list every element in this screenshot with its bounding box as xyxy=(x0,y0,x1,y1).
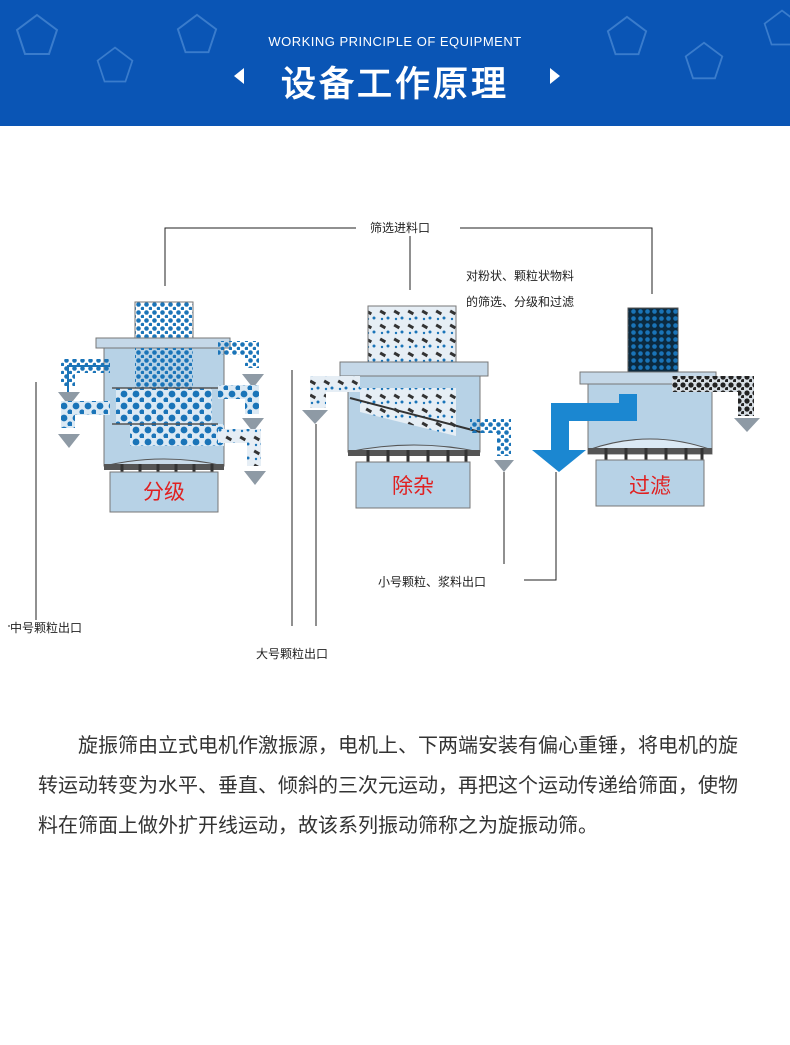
page-header: WORKING PRINCIPLE OF EQUIPMENT 设备工作原理 xyxy=(0,0,790,126)
machine-label-grading: 分级 xyxy=(143,480,185,504)
grading-machine xyxy=(58,301,266,513)
filtration-machine xyxy=(532,307,760,507)
diagram-illustration xyxy=(8,227,760,627)
header-subtitle: WORKING PRINCIPLE OF EQUIPMENT xyxy=(268,34,522,49)
materials-label-line1: 对粉状、颗粒状物料 xyxy=(466,268,575,284)
feed-inlet-label: 筛选进料口 xyxy=(370,220,431,236)
pentagon-decoration-icon xyxy=(96,46,134,83)
page-title: 设备工作原理 xyxy=(280,65,509,105)
large-outlet-label: 大号颗粒出口 xyxy=(256,646,329,662)
pentagon-decoration-icon xyxy=(176,13,218,54)
description-paragraph: 旋振筛由立式电机作激振源，电机上、下两端安装有偏心重锤，将电机的旋转运动转变为水… xyxy=(38,733,738,837)
pentagon-decoration-icon xyxy=(684,41,724,80)
arrow-left-icon xyxy=(234,68,244,84)
working-principle-diagram: 分级 除杂 过滤 筛选进料口 对粉状、颗粒状物料 的筛选、分级和过滤 小号颗粒、… xyxy=(0,126,790,686)
arrow-right-icon xyxy=(550,68,560,84)
pentagon-decoration-icon xyxy=(763,9,790,46)
medium-outlet-label: 中号颗粒出口 xyxy=(10,620,83,636)
pentagon-decoration-icon xyxy=(15,13,59,55)
small-outlet-label: 小号颗粒、浆料出口 xyxy=(378,574,487,590)
pentagon-decoration-icon xyxy=(606,15,648,56)
materials-label-line2: 的筛选、分级和过滤 xyxy=(466,294,575,310)
machine-label-impurity: 除杂 xyxy=(392,474,434,498)
impurity-removal-machine xyxy=(302,305,514,509)
machine-label-filter: 过滤 xyxy=(629,474,671,498)
